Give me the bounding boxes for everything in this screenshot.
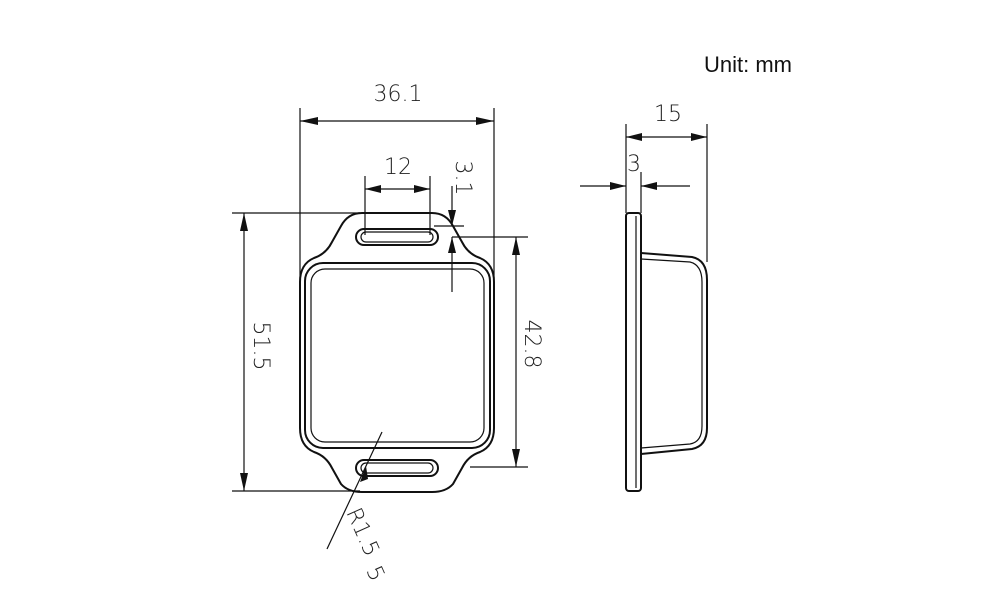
front-inner-face <box>304 262 491 449</box>
dimension-width: 36.1 <box>299 82 495 282</box>
side-body <box>640 252 708 455</box>
bottom-mounting-slot-inner <box>360 462 434 474</box>
top-mounting-slot <box>355 228 439 246</box>
dimension-total-height: 51.5 <box>232 212 360 492</box>
top-mounting-slot-inner <box>360 231 434 243</box>
dimension-total-height-label: 51.5 <box>248 322 273 371</box>
dimension-slot-offset-label: 3.1 <box>450 161 475 196</box>
unit-label: Unit: mm <box>704 52 792 77</box>
front-view: 36.1 12 3.1 51.5 <box>232 82 544 585</box>
side-view: 15 3 <box>580 102 708 492</box>
dimension-flange-thickness: 3 <box>580 152 690 213</box>
dimension-depth-label: 15 <box>654 102 682 127</box>
front-inner-face-edge <box>310 268 485 443</box>
side-flange <box>625 212 642 492</box>
front-outer-outline <box>299 212 495 493</box>
dimension-radius-label: R1.5 <box>341 504 384 560</box>
bottom-mounting-slot <box>355 459 439 477</box>
dimension-slot-length: 12 <box>364 155 431 235</box>
dimension-width-label: 36.1 <box>374 82 423 107</box>
dimension-radius-secondary-label: 5 <box>361 562 390 585</box>
dimension-slot-offset: 3.1 <box>434 161 475 292</box>
dimension-body-height-label: 42.8 <box>519 320 544 369</box>
dimension-depth: 15 <box>625 102 708 262</box>
dimension-body-height: 42.8 <box>452 236 544 468</box>
dimension-slot-length-label: 12 <box>384 155 412 180</box>
dimension-flange-thickness-label: 3 <box>627 152 641 177</box>
dimension-radius: R1.5 5 <box>326 431 390 585</box>
